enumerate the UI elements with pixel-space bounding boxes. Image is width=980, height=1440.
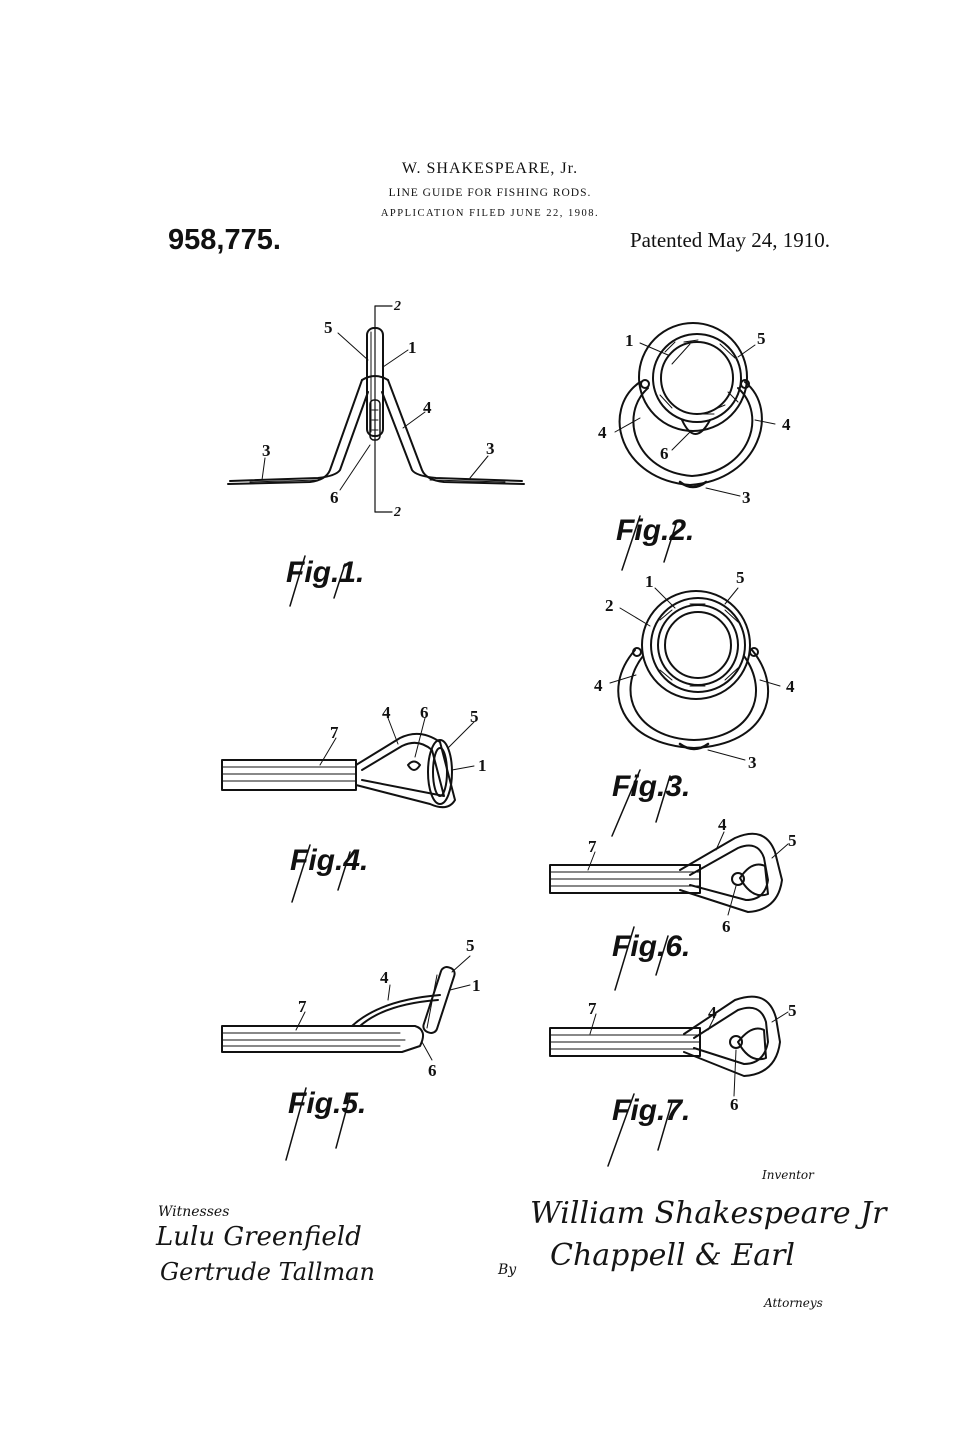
ref-4: 4 <box>382 703 391 722</box>
figure-2-drawing <box>614 322 776 497</box>
ref-4: 4 <box>708 1003 717 1022</box>
ref-5: 5 <box>788 831 797 850</box>
ref-7: 7 <box>588 999 597 1018</box>
ref-4: 4 <box>782 415 791 434</box>
ref-3: 3 <box>486 439 495 458</box>
patent-date: Patented May 24, 1910. <box>630 228 831 252</box>
ref-3: 3 <box>262 441 271 460</box>
ref-4: 4 <box>594 676 603 695</box>
fig-1-caption: Fig.1. <box>286 556 364 589</box>
ref-3: 3 <box>748 753 757 772</box>
ref-6: 6 <box>420 703 429 722</box>
attorneys-label: Attorneys <box>764 1296 823 1310</box>
ref-5: 5 <box>788 1001 797 1020</box>
application-filed: APPLICATION FILED JUNE 22, 1908. <box>380 208 600 219</box>
ref-6: 6 <box>660 444 669 463</box>
ref-1: 1 <box>478 756 487 775</box>
ref-6: 6 <box>330 488 339 507</box>
figure-1-drawing <box>227 305 525 513</box>
patent-title: LINE GUIDE FOR FISHING RODS. <box>388 187 592 199</box>
ref-1: 1 <box>625 331 634 350</box>
ref-1: 1 <box>472 976 481 995</box>
figure-captions: Fig.1. Fig.2. Fig.3. Fig.4. Fig.6. Fig.5… <box>286 514 694 1127</box>
ref-4: 4 <box>380 968 389 987</box>
inventor-signature: William Shakespeare Jr <box>530 1196 887 1231</box>
ref-4: 4 <box>786 677 795 696</box>
figure-caption-flourishes <box>285 515 677 1167</box>
ref-4: 4 <box>598 423 607 442</box>
ref-1: 1 <box>645 572 654 591</box>
witness-signature-1: Lulu Greenfield <box>156 1222 362 1252</box>
ref-6: 6 <box>730 1095 739 1114</box>
patent-number: 958,775. <box>168 224 281 256</box>
fig-3-caption: Fig.3. <box>612 770 690 803</box>
fig-4-caption: Fig.4. <box>290 844 368 877</box>
ref-5: 5 <box>757 329 766 348</box>
fig-6-caption: Fig.6. <box>612 930 690 963</box>
ref-6: 6 <box>428 1061 437 1080</box>
fig-7-caption: Fig.7. <box>612 1094 690 1127</box>
ref-5: 5 <box>466 936 475 955</box>
inventor-label: Inventor <box>762 1168 814 1182</box>
by-label: By <box>498 1262 517 1278</box>
section-marker: 2 <box>393 299 401 314</box>
reference-numerals: 5 1 4 3 3 6 2 2 1 5 4 4 6 3 1 5 2 4 4 3 … <box>262 299 797 1114</box>
figure-5-drawing <box>221 955 471 1061</box>
fig-2-caption: Fig.2. <box>616 514 694 547</box>
ref-4: 4 <box>718 815 727 834</box>
figure-6-drawing <box>549 831 789 916</box>
ref-7: 7 <box>330 723 339 742</box>
witness-signature-2: Gertrude Tallman <box>160 1258 375 1286</box>
fig-5-caption: Fig.5. <box>288 1087 366 1120</box>
ref-7: 7 <box>298 997 307 1016</box>
ref-5: 5 <box>736 568 745 587</box>
ref-3: 3 <box>742 488 751 507</box>
ref-1: 1 <box>408 338 417 357</box>
inventor-header: W. SHAKESPEARE, Jr. <box>401 160 579 177</box>
ref-2: 2 <box>605 596 614 615</box>
ref-7: 7 <box>588 837 597 856</box>
figure-4-drawing <box>221 717 475 809</box>
witnesses-label: Witnesses <box>158 1204 230 1220</box>
section-marker: 2 <box>393 505 401 520</box>
ref-5: 5 <box>324 318 333 337</box>
figure-3-drawing <box>609 587 781 761</box>
ref-5: 5 <box>470 707 479 726</box>
attorney-signature: Chappell & Earl <box>550 1238 796 1273</box>
ref-6: 6 <box>722 917 731 936</box>
figure-7-drawing <box>549 995 789 1097</box>
ref-4: 4 <box>423 398 432 417</box>
